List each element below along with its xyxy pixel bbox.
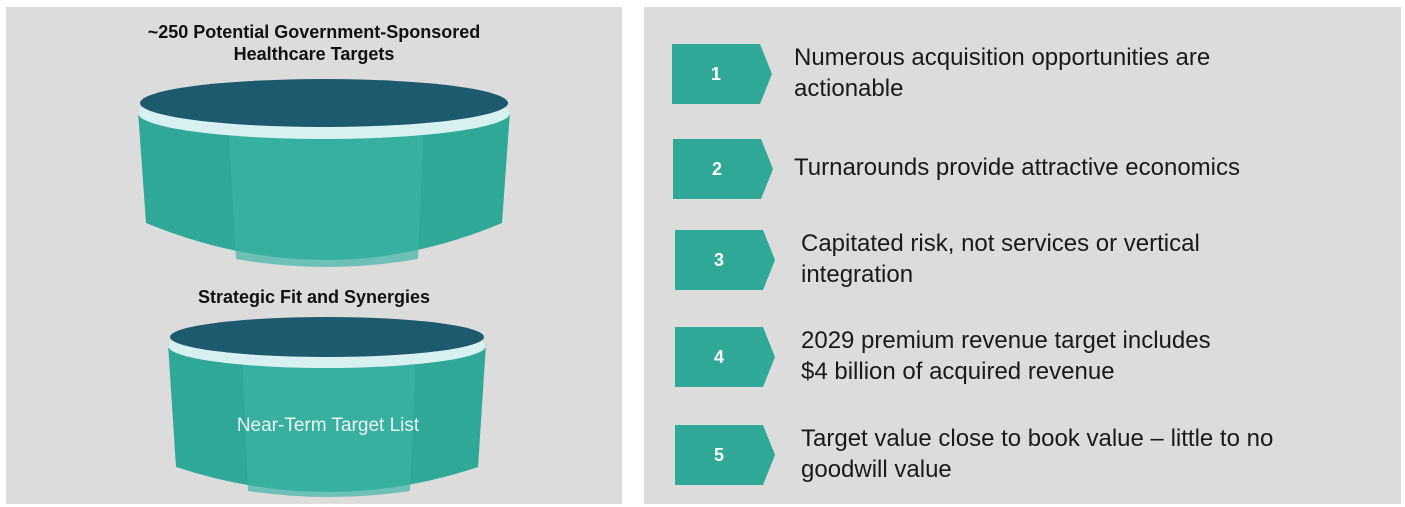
key-point-text: Capitated risk, not services or vertical… — [801, 228, 1200, 290]
top-funnel-title-line: Healthcare Targets — [233, 44, 395, 64]
near-term-target-label: Near-Term Target List — [236, 415, 420, 436]
key-point-line: actionable — [794, 75, 904, 102]
funnel-panel: ~250 Potential Government-Sponsored Heal… — [6, 7, 622, 504]
funnel-graphic — [138, 79, 510, 497]
badge-number: 1 — [710, 63, 721, 84]
key-point-line: 2029 premium revenue target includes — [801, 327, 1211, 354]
key-point-line: Turnarounds provide attractive economics — [794, 154, 1240, 181]
chevron-icon — [675, 327, 775, 387]
middle-funnel-title: Strategic Fit and Synergies — [197, 287, 431, 307]
key-point-line: Numerous acquisition opportunities are — [794, 44, 1211, 71]
bottom-bucket — [168, 317, 486, 497]
key-point-line: Target value close to book value – littl… — [801, 425, 1274, 452]
number-badge: 4 — [675, 327, 775, 387]
key-point-line: $4 billion of acquired revenue — [801, 358, 1115, 385]
number-badge: 1 — [672, 44, 772, 104]
number-badge: 3 — [675, 230, 775, 290]
key-point-1: 1 Numerous acquisition opportunities are… — [644, 42, 1401, 112]
key-point-3: 3 Capitated risk, not services or vertic… — [644, 228, 1401, 298]
top-funnel-title-line: ~250 Potential Government-Sponsored — [147, 22, 481, 42]
key-point-text: Turnarounds provide attractive economics — [794, 152, 1240, 183]
badge-number: 5 — [713, 444, 724, 465]
number-badge: 2 — [673, 139, 773, 199]
key-point-text: 2029 premium revenue target includes $4 … — [801, 325, 1211, 387]
number-badge: 5 — [675, 425, 775, 485]
chevron-icon — [675, 230, 775, 290]
key-point-4: 4 2029 premium revenue target includes $… — [644, 325, 1401, 395]
key-point-line: goodwill value — [801, 456, 952, 483]
chevron-icon — [675, 425, 775, 485]
key-point-text: Numerous acquisition opportunities are a… — [794, 42, 1210, 104]
badge-number: 4 — [713, 346, 724, 367]
top-funnel-title: ~250 Potential Government-Sponsored Heal… — [6, 21, 622, 65]
badge-number: 2 — [711, 158, 722, 179]
key-point-5: 5 Target value close to book value – lit… — [644, 423, 1401, 493]
key-point-text: Target value close to book value – littl… — [801, 423, 1273, 485]
key-point-2: 2 Turnarounds provide attractive economi… — [644, 139, 1401, 209]
badge-number: 3 — [713, 249, 724, 270]
chevron-icon — [672, 44, 772, 104]
key-point-line: Capitated risk, not services or vertical — [801, 230, 1200, 257]
key-points-panel: 1 Numerous acquisition opportunities are… — [644, 7, 1401, 504]
key-point-line: integration — [801, 261, 914, 288]
chevron-icon — [673, 139, 773, 199]
top-bucket — [138, 79, 510, 267]
